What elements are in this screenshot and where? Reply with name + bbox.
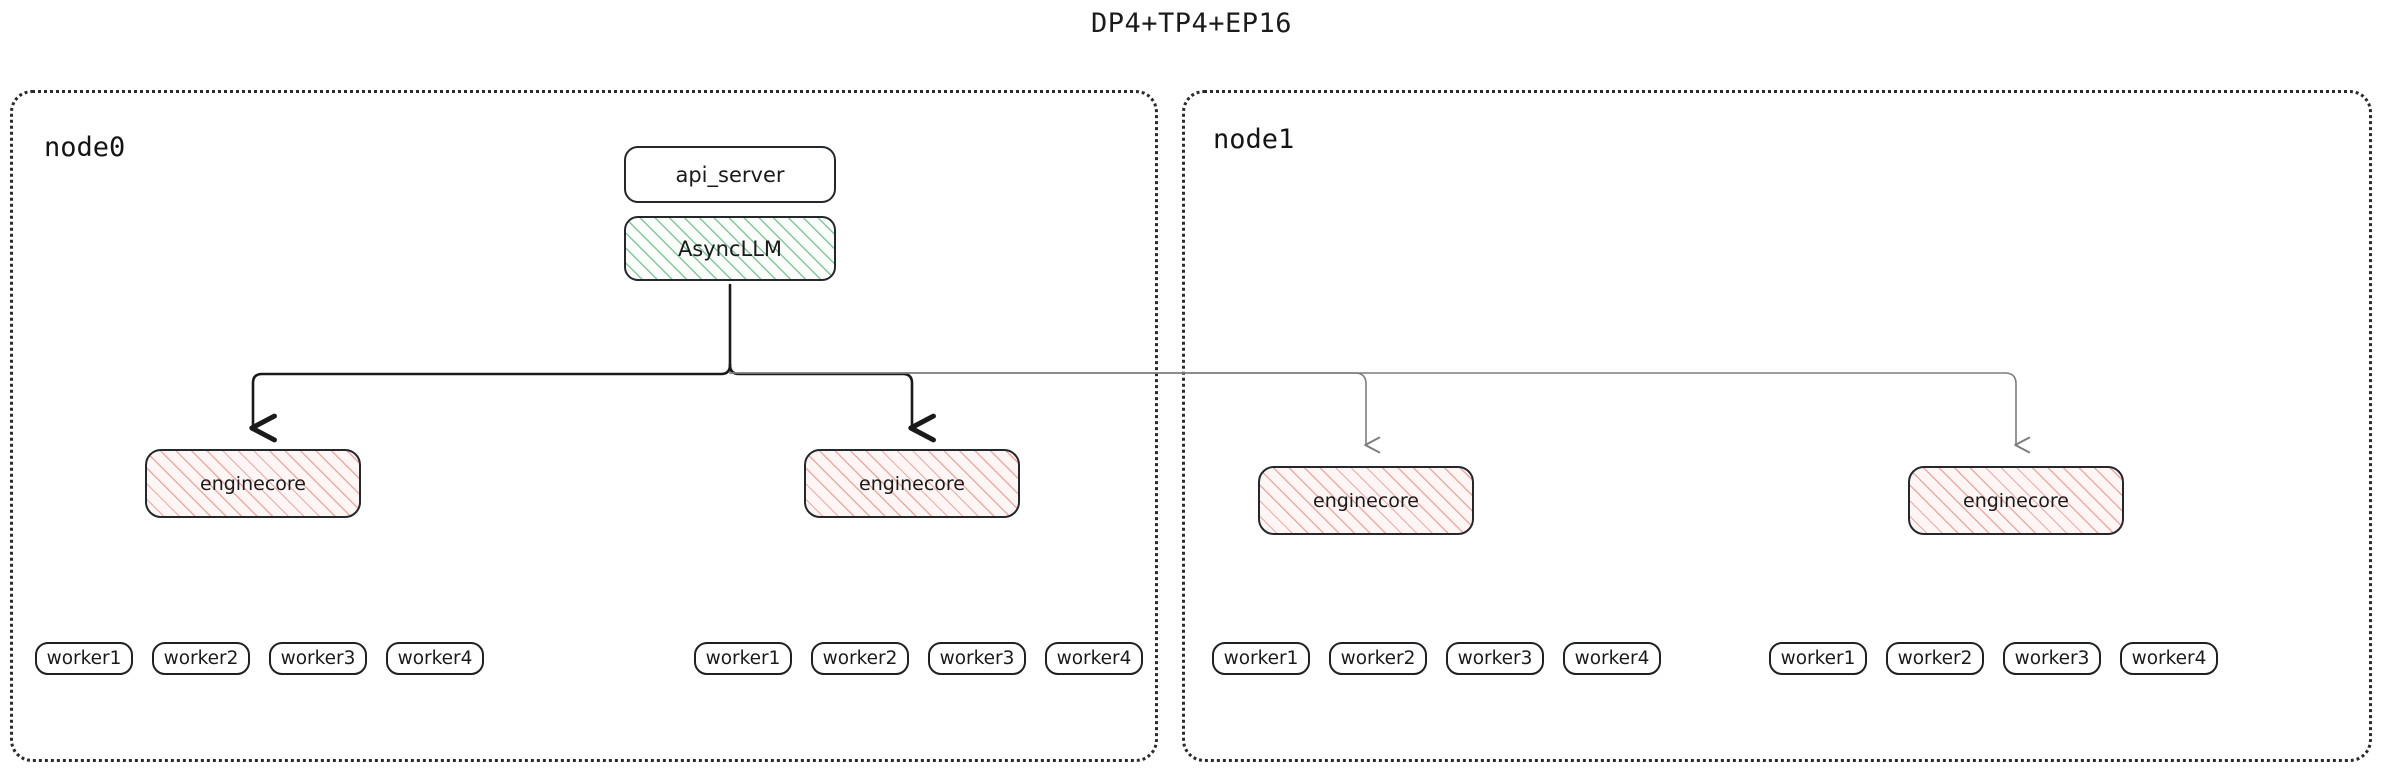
worker-label: worker1 bbox=[1223, 648, 1299, 669]
worker-label: worker1 bbox=[46, 648, 122, 669]
enginecore-box[interactable]: enginecore bbox=[1258, 466, 1474, 535]
worker-label: worker3 bbox=[939, 648, 1015, 669]
worker-box[interactable]: worker2 bbox=[811, 642, 909, 675]
worker-label: worker1 bbox=[705, 648, 781, 669]
worker-label: worker1 bbox=[1780, 648, 1856, 669]
worker-box[interactable]: worker1 bbox=[1212, 642, 1310, 675]
enginecore-label: enginecore bbox=[1963, 489, 2069, 512]
worker-label: worker4 bbox=[397, 648, 473, 669]
worker-label: worker3 bbox=[1457, 648, 1533, 669]
worker-box[interactable]: worker2 bbox=[1886, 642, 1984, 675]
worker-box[interactable]: worker4 bbox=[386, 642, 484, 675]
worker-label: worker2 bbox=[1897, 648, 1973, 669]
async-llm-label: AsyncLLM bbox=[677, 236, 783, 261]
worker-box[interactable]: worker4 bbox=[1045, 642, 1143, 675]
worker-box[interactable]: worker1 bbox=[1769, 642, 1867, 675]
enginecore-label: enginecore bbox=[200, 472, 306, 495]
worker-label: worker4 bbox=[1574, 648, 1650, 669]
node1-label: node1 bbox=[1213, 124, 1295, 155]
worker-label: worker4 bbox=[1056, 648, 1132, 669]
page-title: DP4+TP4+EP16 bbox=[1090, 8, 1293, 39]
worker-label: worker4 bbox=[2131, 648, 2207, 669]
worker-box[interactable]: worker1 bbox=[35, 642, 133, 675]
worker-box[interactable]: worker3 bbox=[1446, 642, 1544, 675]
worker-box[interactable]: worker3 bbox=[2003, 642, 2101, 675]
worker-label: worker2 bbox=[163, 648, 239, 669]
worker-box[interactable]: worker2 bbox=[152, 642, 250, 675]
enginecore-label: enginecore bbox=[1313, 489, 1419, 512]
enginecore-label: enginecore bbox=[859, 472, 965, 495]
worker-box[interactable]: worker4 bbox=[2120, 642, 2218, 675]
async-llm-box[interactable]: AsyncLLM bbox=[624, 216, 836, 281]
enginecore-box[interactable]: enginecore bbox=[804, 449, 1020, 518]
worker-box[interactable]: worker1 bbox=[694, 642, 792, 675]
worker-label: worker3 bbox=[2014, 648, 2090, 669]
api-server-label: api_server bbox=[675, 162, 785, 187]
enginecore-box[interactable]: enginecore bbox=[145, 449, 361, 518]
worker-box[interactable]: worker3 bbox=[928, 642, 1026, 675]
worker-box[interactable]: worker2 bbox=[1329, 642, 1427, 675]
worker-box[interactable]: worker4 bbox=[1563, 642, 1661, 675]
worker-label: worker2 bbox=[822, 648, 898, 669]
enginecore-box[interactable]: enginecore bbox=[1908, 466, 2124, 535]
worker-box[interactable]: worker3 bbox=[269, 642, 367, 675]
worker-label: worker2 bbox=[1340, 648, 1416, 669]
api-server-box[interactable]: api_server bbox=[624, 146, 836, 203]
worker-label: worker3 bbox=[280, 648, 356, 669]
node0-label: node0 bbox=[44, 132, 126, 163]
